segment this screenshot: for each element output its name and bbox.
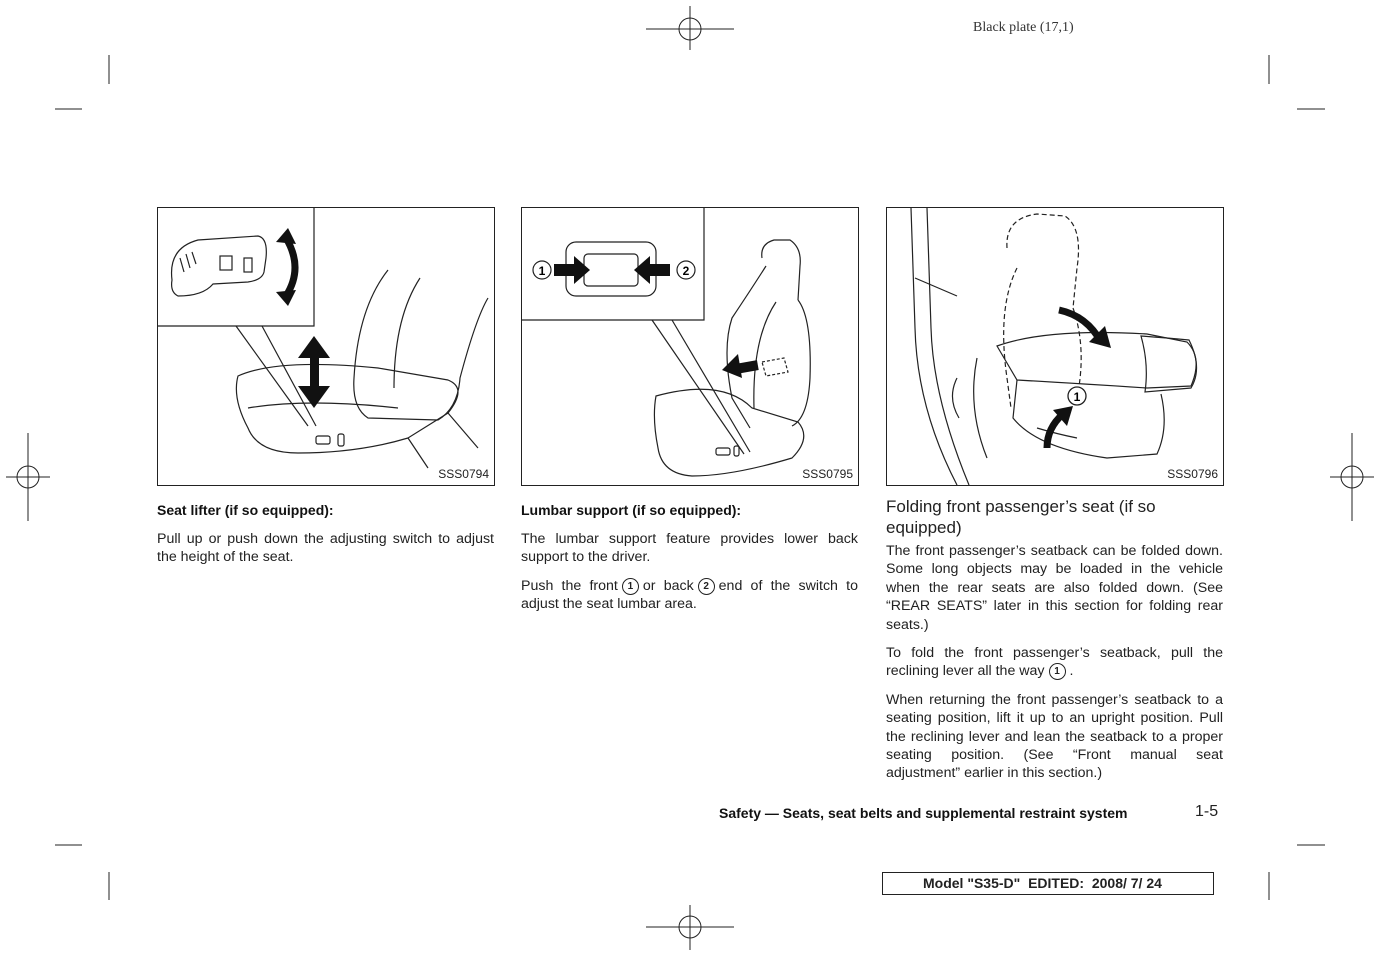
figure-seat-lifter: SSS0794 [157,207,495,486]
lumbar-support-illustration: 1 2 [522,208,811,477]
figure-code: SSS0795 [802,467,853,481]
circled-number-1: 1 [621,577,639,595]
folding-seat-heading: Folding front passenger’s seat (if so eq… [886,497,1156,537]
svg-text:1: 1 [539,264,546,278]
model-edit-label: Model "S35-D" EDITED: 2008/ 7/ 24 [923,875,1162,891]
returning-seat-text: When returning the front passenger’s sea… [886,691,1223,782]
page-number: 1-5 [1195,803,1219,820]
figure-code: SSS0794 [438,467,489,481]
svg-text:1: 1 [1074,390,1081,404]
folding-seat-illustration: 1 [910,208,1198,485]
seat-lifter-illustration [158,208,489,469]
circled-number-2: 2 [697,577,715,595]
model-edit-box: Model "S35-D" EDITED: 2008/ 7/ 24 [882,872,1214,895]
seat-lifter-text: Pull up or push down the adjusting switc… [157,531,494,566]
circled-number-1: 1 [1048,663,1066,681]
section-title: Safety — Seats, seat belts and supplemen… [719,805,1128,821]
svg-text:2: 2 [683,264,690,278]
folding-seat-instructions: To fold the front passenger’s seatback, … [886,645,1223,681]
lumbar-support-text: The lumbar support feature provides lowe… [521,531,858,566]
folding-seat-text: The front passenger’s seatback can be fo… [886,543,1223,633]
figure-lumbar-support: 1 2 SSS0795 [521,207,859,486]
figure-folding-seat: 1 SSS0796 [886,207,1224,486]
seat-lifter-heading: Seat lifter (if so equipped): [157,502,334,518]
plate-label: Black plate (17,1) [973,20,1074,35]
figure-code: SSS0796 [1167,467,1218,481]
lumbar-support-heading: Lumbar support (if so equipped): [521,502,742,518]
